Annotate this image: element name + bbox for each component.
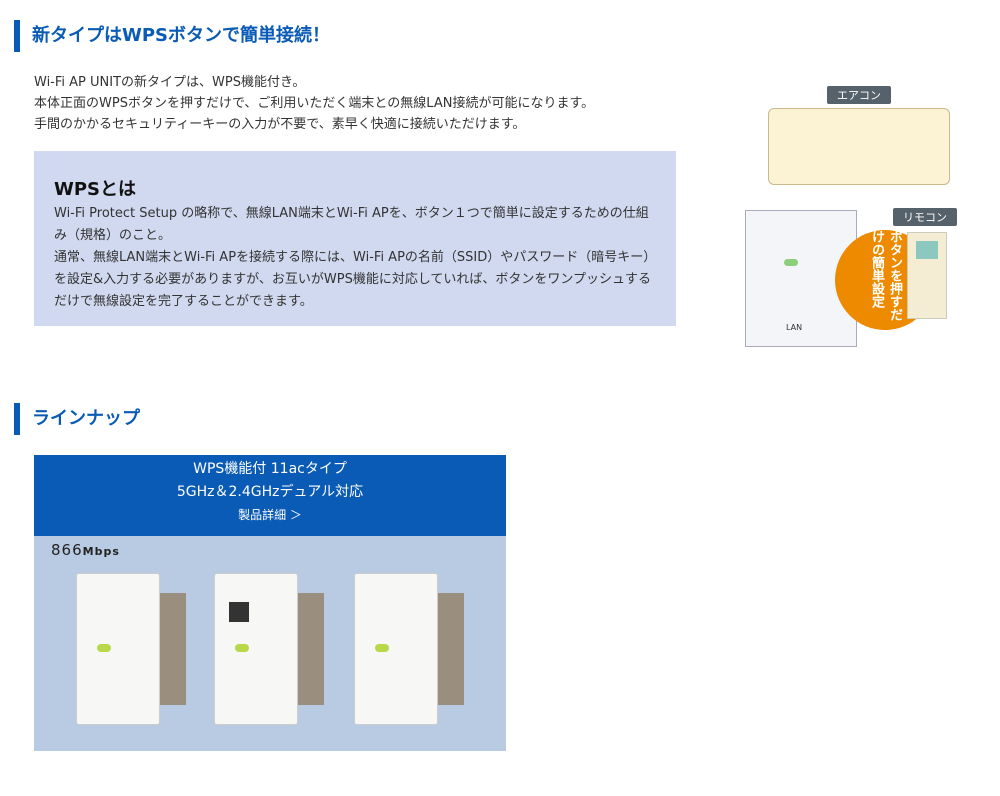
product-detail-link[interactable]: 製品詳細 ＞ bbox=[238, 508, 302, 522]
product-type: WPS機能付 11acタイプ bbox=[193, 461, 347, 477]
intro-text: Wi-Fi AP UNITの新タイプは、WPS機能付き。 本体正面のWPSボタン… bbox=[34, 72, 594, 135]
paragraph: 通常、無線LAN端末とWi-Fi APを接続する際には、Wi-Fi APの名前（… bbox=[54, 250, 657, 309]
product-card-header[interactable]: WPS機能付 11acタイプ 5GHz＆2.4GHzデュアル対応 製品詳細 ＞ bbox=[34, 455, 506, 536]
paragraph: Wi-Fi Protect Setup の略称で、無線LAN端末とWi-Fi A… bbox=[54, 206, 649, 243]
section-title-lineup: ラインナップ bbox=[14, 403, 140, 435]
intro-line: Wi-Fi AP UNITの新タイプは、WPS機能付き。 bbox=[34, 75, 306, 90]
wps-info-box: WPSとは Wi-Fi Protect Setup の略称で、無線LAN端末とW… bbox=[34, 151, 676, 326]
speed-label: 866Mbps bbox=[51, 541, 120, 559]
product-image bbox=[76, 573, 186, 725]
wps-info-title: WPSとは bbox=[54, 179, 137, 200]
remote-label: リモコン bbox=[893, 208, 957, 226]
aircon-image bbox=[768, 108, 950, 185]
product-image bbox=[214, 573, 324, 725]
intro-line: 本体正面のWPSボタンを押すだけで、ご利用いただく端末との無線LAN接続が可能に… bbox=[34, 96, 595, 111]
wps-info-text: Wi-Fi Protect Setup の略称で、無線LAN端末とWi-Fi A… bbox=[54, 203, 660, 313]
product-image bbox=[354, 573, 464, 725]
intro-line: 手間のかかるセキュリティーキーの入力が不要で、素早く快適に接続いただけます。 bbox=[34, 117, 526, 132]
product-card[interactable]: WPS機能付 11acタイプ 5GHz＆2.4GHzデュアル対応 製品詳細 ＞ … bbox=[34, 455, 506, 751]
speed-unit: Mbps bbox=[82, 545, 120, 558]
lan-label: LAN bbox=[786, 323, 803, 332]
remote-image bbox=[907, 232, 947, 319]
speed-value: 866 bbox=[51, 541, 83, 559]
section-title-wps: 新タイプはWPSボタンで簡単接続！ bbox=[14, 20, 330, 52]
wps-illustration: エアコン LAN リモコン ボタンを押すだけの簡単設定 bbox=[735, 82, 985, 352]
aircon-label: エアコン bbox=[827, 86, 891, 104]
product-band: 5GHz＆2.4GHzデュアル対応 bbox=[176, 484, 364, 500]
